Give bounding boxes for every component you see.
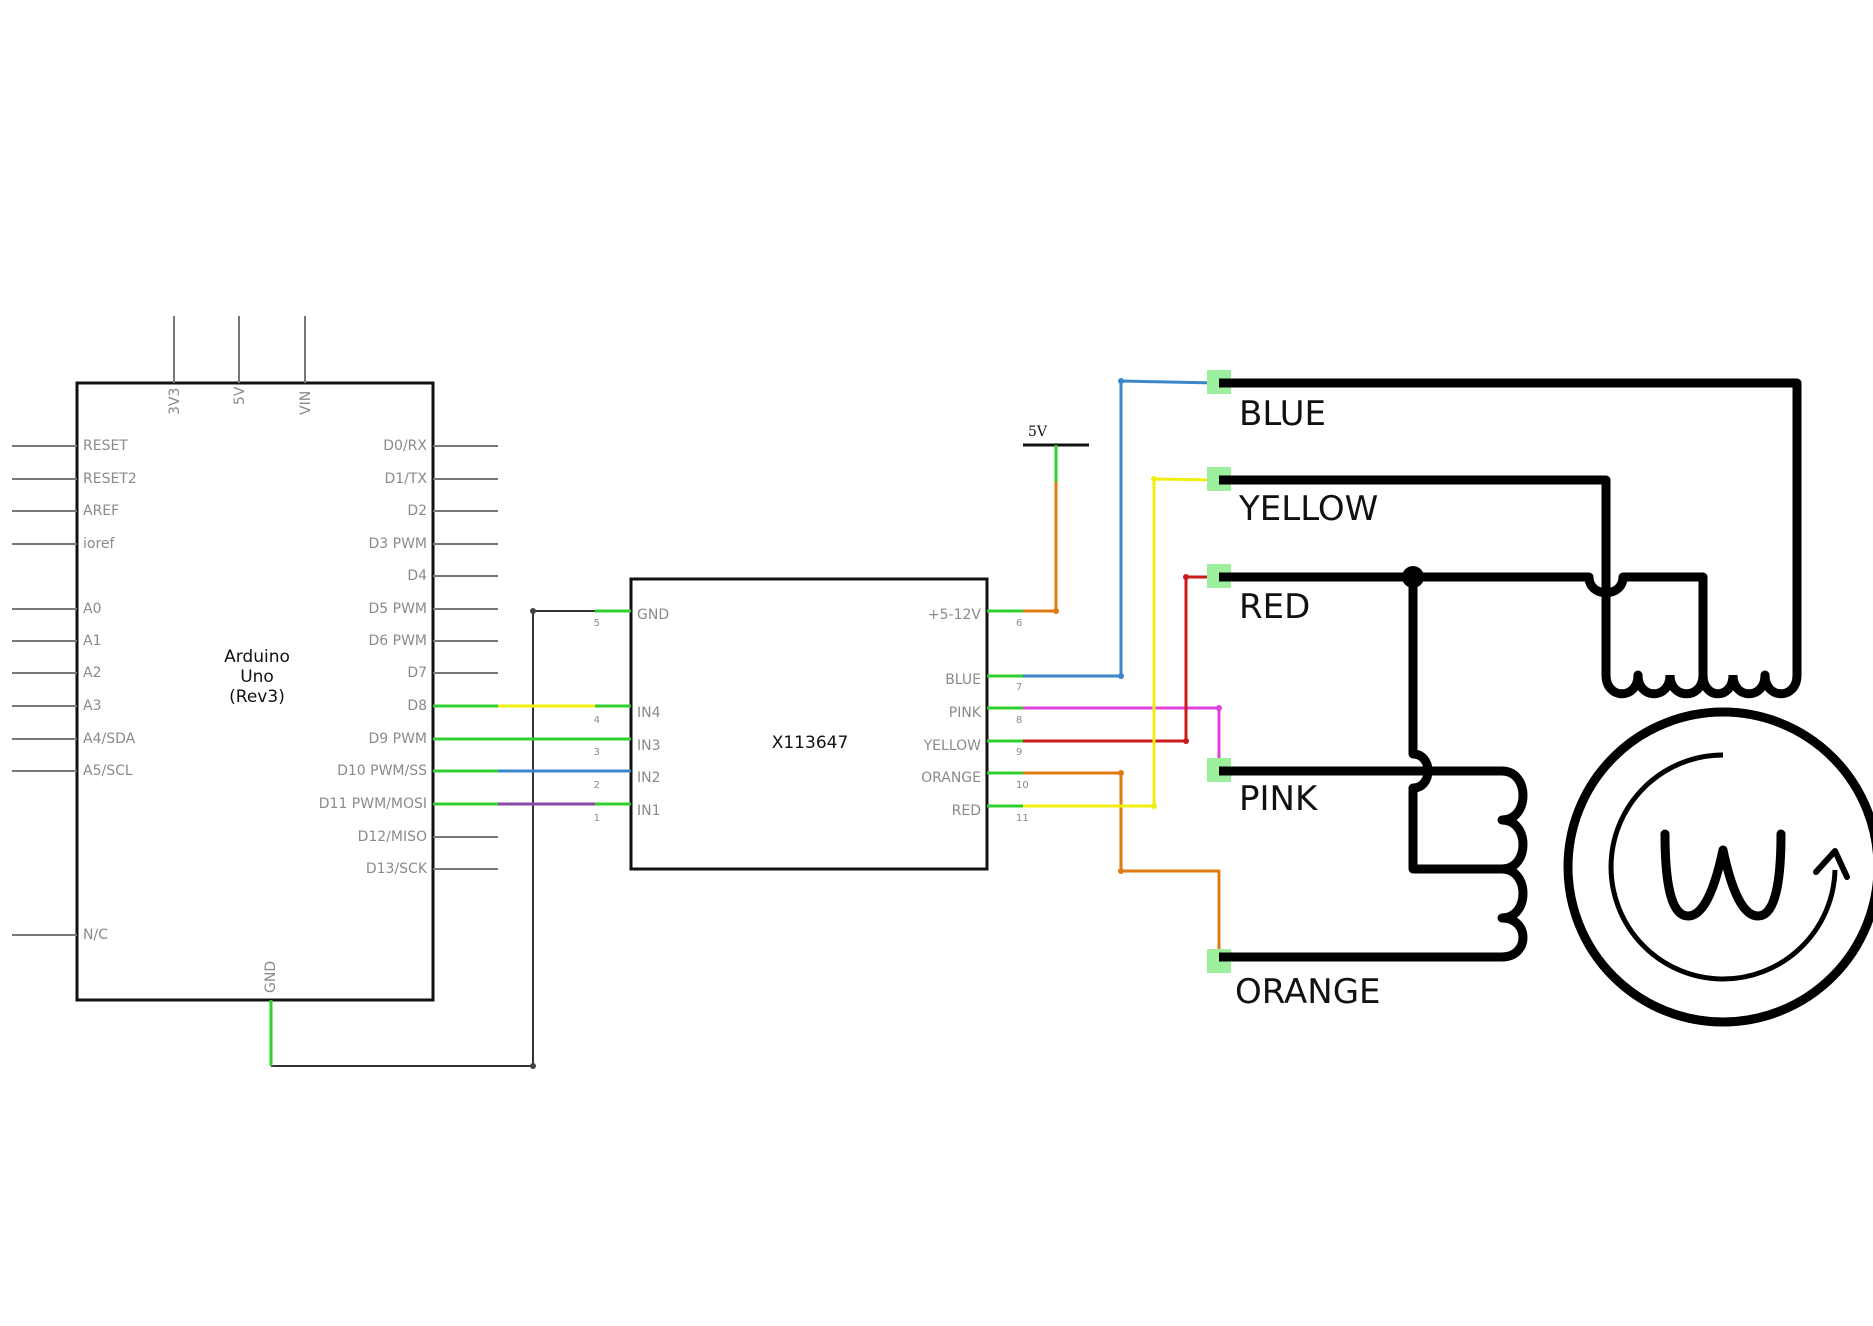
driver-pin-vcc-number: 6 [1016,618,1022,629]
arduino-title-line-2: Uno [240,667,274,687]
rotation-arrow-icon [1816,851,1847,877]
motor-label-blue: BLUE [1239,394,1326,434]
driver-pin-pink-number: 8 [1016,715,1022,726]
motor-center-tap-drop [1413,577,1502,869]
driver-pin-red-number: 11 [1016,813,1029,824]
junction-dot-gnd-bottom [530,1063,536,1069]
arduino-pin-a1-label: A1 [83,633,101,649]
arduino-pin-d13-label: D13/SCK [366,861,428,877]
driver-pin-red-label: RED [952,803,981,819]
junction-dot-pink [1216,705,1222,711]
driver-pin-orange-label: ORANGE [921,770,981,786]
junction-dot-orange-upper [1118,770,1124,776]
driver-board-x113647: X113647 GND 5 IN4 4 IN3 3 IN2 2 IN1 1 +5… [594,579,1029,869]
junction-dot-red-lower [1183,738,1189,744]
arduino-pin-d9-label: D9 PWM [368,731,427,747]
arduino-pin-gnd-label: GND [263,961,279,993]
junction-dot-blue-lower [1118,673,1124,679]
driver-pin-in3-number: 3 [594,747,600,758]
driver-pin-in4-label: IN4 [637,705,661,721]
driver-pin-orange-number: 10 [1016,780,1029,791]
driver-pin-in3-label: IN3 [637,738,661,754]
motor-label-red: RED [1239,587,1310,627]
arduino-pin-d5-label: D5 PWM [368,601,427,617]
junction-dot-yellow-upper [1151,476,1157,482]
arduino-pin-d11-label: D11 PWM/MOSI [319,796,427,812]
arduino-pin-5v-label: 5V [232,386,248,405]
arduino-pin-a3-label: A3 [83,698,101,714]
arduino-title-line-3: (Rev3) [229,687,285,707]
wire-5v-orange [1023,482,1056,611]
motor-coil-right-join [1670,675,1703,694]
arduino-pin-d7-label: D7 [407,665,427,681]
motor-label-yellow: YELLOW [1238,489,1378,529]
driver-pin-gnd-label: GND [637,607,669,623]
arduino-right-pins: D0/RX D1/TX D2 D3 PWM D4 D5 PWM D6 PWM D… [319,438,498,877]
arduino-pin-a0-label: A0 [83,601,101,617]
arduino-pin-d8-label: D8 [407,698,427,714]
junction-dot-gnd-top [530,608,536,614]
junction-dot-vcc [1053,608,1059,614]
arduino-pin-d4-label: D4 [407,568,427,584]
driver-pin-in2-label: IN2 [637,770,661,786]
wire-blue [1023,381,1217,676]
power-5v-label: 5V [1028,424,1048,440]
driver-pin-in2-number: 2 [594,780,600,791]
driver-pin-yellow-number: 9 [1016,747,1022,758]
arduino-pin-d1-label: D1/TX [384,471,427,487]
arduino-pin-a2-label: A2 [83,665,101,681]
arduino-pin-a4-label: A4/SDA [83,731,136,747]
motor-center-junction [1402,566,1424,588]
arduino-left-pins: RESET RESET2 AREF ioref A0 A1 A2 A3 A4/S… [12,438,137,943]
junction-dot-yellow-lower [1151,803,1157,809]
arduino-pin-3v3-label: 3V3 [167,388,183,415]
driver-title: X113647 [772,733,849,753]
arduino-title-line-1: Arduino [224,647,290,667]
motor-label-orange: ORANGE [1235,972,1381,1012]
arduino-pin-reset2-label: RESET2 [83,471,137,487]
arduino-pin-aref-label: AREF [83,503,119,519]
arduino-uno-module: Arduino Uno (Rev3) 3V3 5V VIN RESET RESE… [12,316,498,1000]
arduino-pin-d0-label: D0/RX [383,438,427,454]
arduino-pin-vin-label: VIN [298,391,314,415]
arduino-pin-nc-label: N/C [83,927,108,943]
driver-pin-blue-number: 7 [1016,682,1022,693]
motor-winding-symbol-icon [1665,834,1781,916]
arduino-pin-d2-label: D2 [407,503,427,519]
driver-pin-pink-label: PINK [949,705,982,721]
arduino-pin-reset-label: RESET [83,438,128,454]
arduino-pin-d6-label: D6 PWM [368,633,427,649]
arduino-pin-d10-label: D10 PWM/SS [337,763,427,779]
wire-orange [1023,773,1219,957]
driver-pin-gnd-number: 5 [594,618,600,629]
arduino-pin-ioref-label: ioref [83,536,116,552]
junction-dot-orange-lower [1118,868,1124,874]
arduino-pin-a5-label: A5/SCL [83,763,133,779]
stepper-motor: BLUE YELLOW RED PINK ORANGE [1207,370,1873,1022]
motor-label-pink: PINK [1239,779,1319,819]
arduino-pin-d12-label: D12/MISO [358,829,427,845]
driver-pin-blue-label: BLUE [945,672,981,688]
driver-pin-in1-number: 1 [594,813,600,824]
driver-pin-yellow-label: YELLOW [923,738,982,754]
driver-pin-vcc-label: +5-12V [928,607,982,623]
driver-pin-in1-label: IN1 [637,803,661,819]
junction-dot-blue-upper [1118,378,1124,384]
junction-dot-red-upper [1183,574,1189,580]
arduino-pin-d3-label: D3 PWM [368,536,427,552]
driver-pin-in4-number: 4 [594,715,600,726]
